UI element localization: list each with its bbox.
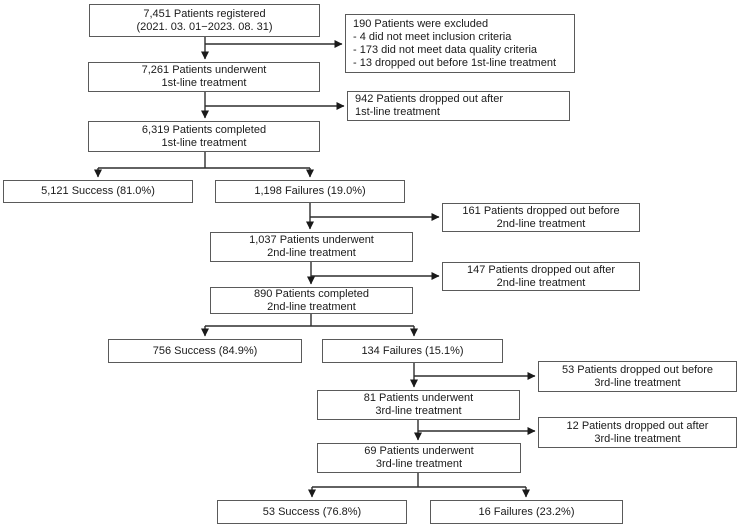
- node-underwent-3rd-line: 81 Patients underwent 3rd-line treatment: [317, 390, 520, 420]
- node-success-3rd-line: 53 Success (76.8%): [217, 500, 407, 524]
- node-dropped-before-3rd-line: 53 Patients dropped out before 3rd-line …: [538, 361, 737, 392]
- node-failures-3rd-line: 16 Failures (23.2%): [430, 500, 623, 524]
- node-excluded: 190 Patients were excluded - 4 did not m…: [345, 14, 575, 73]
- node-success-2nd-line: 756 Success (84.9%): [108, 339, 302, 363]
- node-dropped-after-2nd-line: 147 Patients dropped out after 2nd-line …: [442, 262, 640, 291]
- node-success-1st-line: 5,121 Success (81.0%): [3, 180, 193, 203]
- node-underwent-1st-line: 7,261 Patients underwent 1st-line treatm…: [88, 62, 320, 92]
- node-underwent-2nd-line: 1,037 Patients underwent 2nd-line treatm…: [210, 232, 413, 262]
- node-dropped-after-3rd-line: 12 Patients dropped out after 3rd-line t…: [538, 417, 737, 448]
- node-completed-2nd-line: 890 Patients completed 2nd-line treatmen…: [210, 287, 413, 314]
- node-completed-3rd-line: 69 Patients underwent 3rd-line treatment: [317, 443, 521, 473]
- node-failures-2nd-line: 134 Failures (15.1%): [322, 339, 503, 363]
- node-completed-1st-line: 6,319 Patients completed 1st-line treatm…: [88, 121, 320, 152]
- node-failures-1st-line: 1,198 Failures (19.0%): [215, 180, 405, 203]
- node-dropped-before-2nd-line: 161 Patients dropped out before 2nd-line…: [442, 203, 640, 232]
- node-dropped-after-1st-line: 942 Patients dropped out after 1st-line …: [347, 91, 570, 121]
- node-registered: 7,451 Patients registered (2021. 03. 01−…: [89, 4, 320, 37]
